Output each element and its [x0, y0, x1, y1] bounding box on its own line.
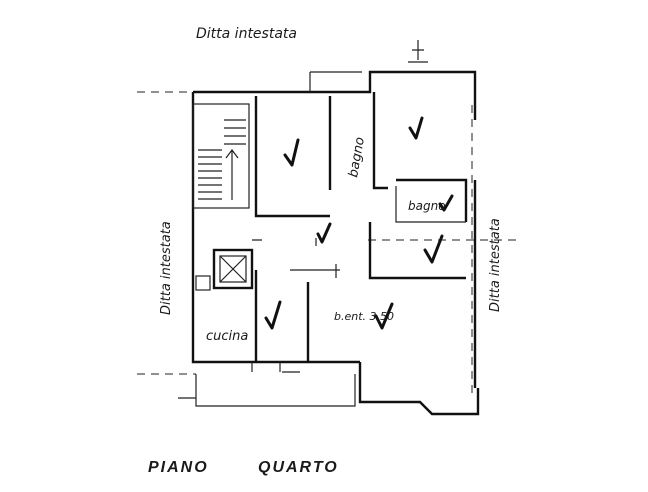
elevator-shaft — [195, 248, 254, 291]
right-neighbor-label: Ditta intestata — [488, 218, 503, 312]
floor-title-piano: PIANO — [148, 459, 209, 476]
outer-walls — [178, 70, 480, 416]
interior-walls — [251, 40, 468, 373]
check-mark-icon — [408, 116, 424, 140]
check-marks — [264, 116, 454, 330]
room-label-cucina: cucina — [206, 329, 248, 344]
check-mark-icon — [438, 194, 454, 212]
top-neighbor-label: Ditta intestata — [196, 26, 297, 42]
room-label-bagno-1: bagno — [346, 136, 368, 179]
check-mark-icon — [423, 234, 444, 264]
check-mark-icon — [374, 302, 394, 330]
left-neighbor-label: Ditta intestata — [159, 221, 174, 315]
room-label-bagno-2: bagno — [408, 199, 446, 213]
room-label-soggiorno: b.ent. 3.50 — [334, 310, 394, 323]
stairwell — [192, 103, 250, 209]
property-lines — [137, 91, 520, 395]
check-mark-icon — [264, 300, 282, 330]
check-mark-icon — [283, 138, 300, 167]
floor-title-quarto: QUARTO — [258, 459, 339, 476]
check-mark-icon — [316, 222, 332, 244]
